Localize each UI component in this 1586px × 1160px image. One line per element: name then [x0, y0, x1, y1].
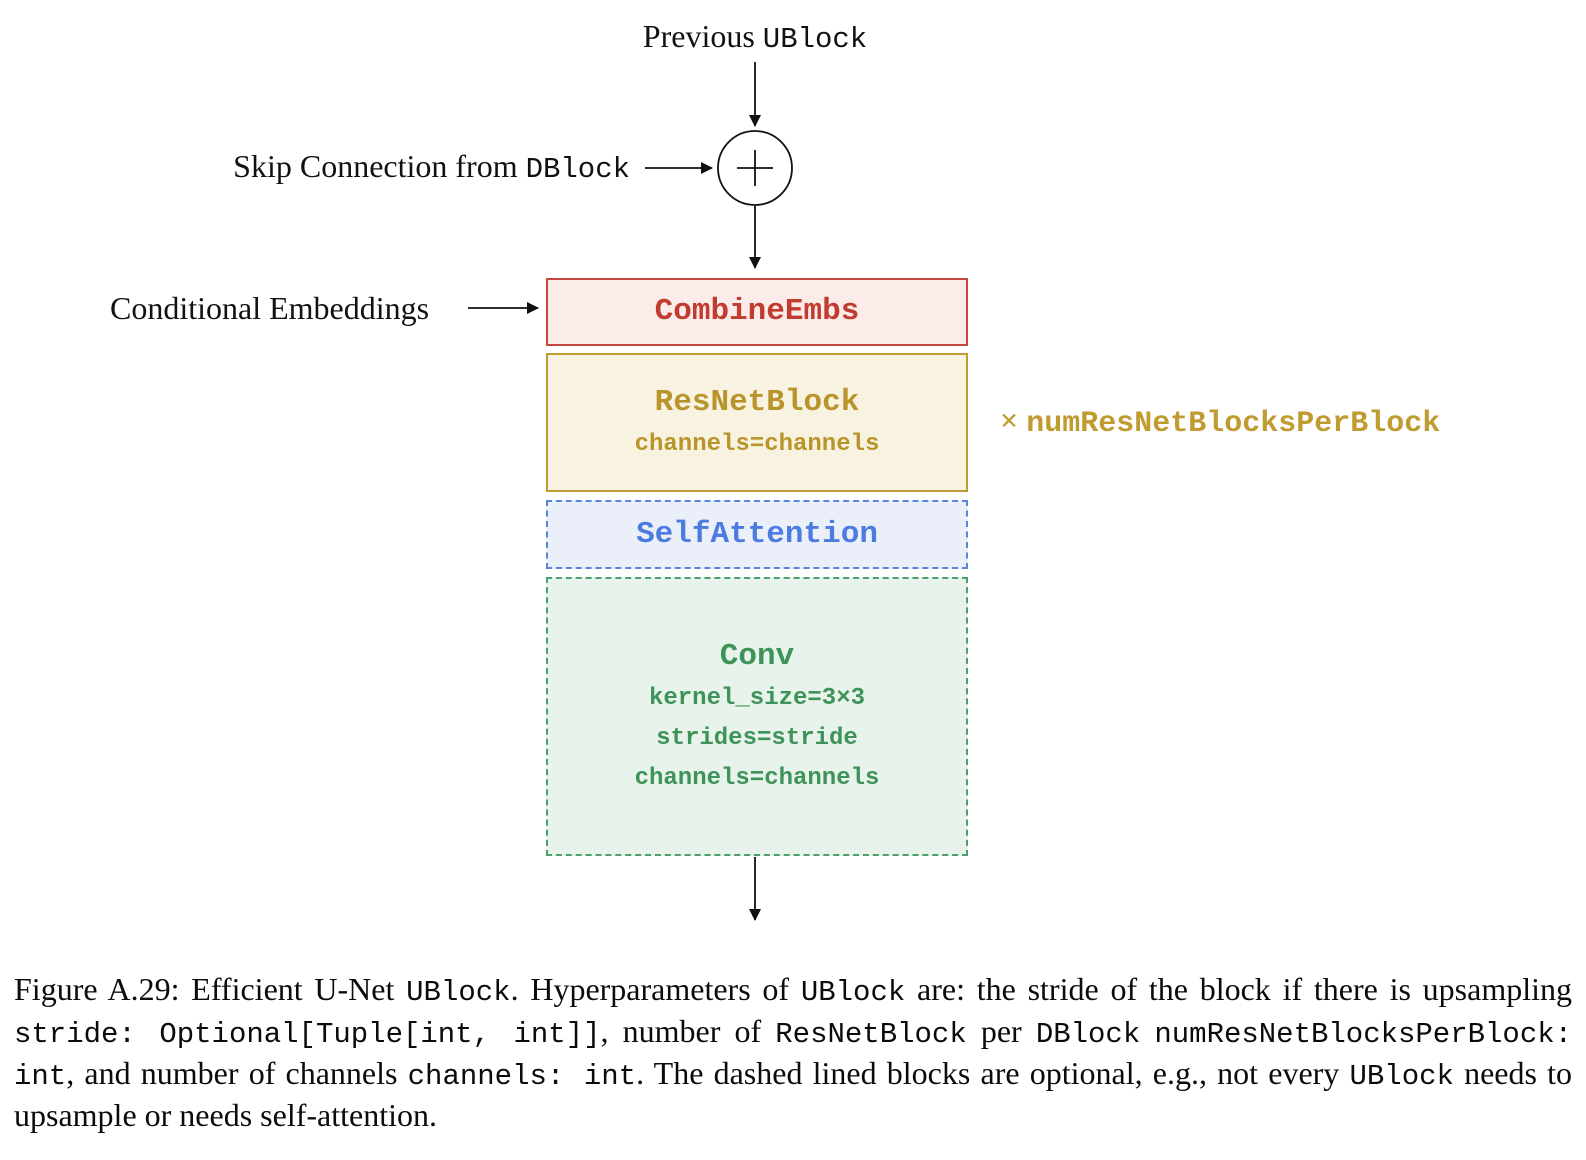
- conv-strides-param: strides=stride: [656, 724, 858, 752]
- diagram-wires: [468, 62, 793, 921]
- text-segment: DBlock: [525, 153, 630, 186]
- text-segment: stride: Optional[Tuple[int, int]]: [14, 1018, 601, 1051]
- resnet-block-param: channels=channels: [634, 430, 880, 458]
- text-segment: channels: int: [407, 1060, 637, 1093]
- text-segment: UBlock: [762, 23, 868, 56]
- conv-channels-param: channels=channels: [634, 764, 880, 792]
- conditional-embeddings-label: Conditional Embeddings: [110, 290, 429, 326]
- text-segment: ResNetBlock: [775, 1018, 967, 1051]
- skip-connection-label: Skip Connection from DBlock: [233, 148, 630, 188]
- text-segment: Skip Connection from: [233, 148, 526, 184]
- text-segment: are: the stride of the block if there is…: [905, 971, 1573, 1007]
- combine-embs-title: CombineEmbs: [654, 294, 860, 329]
- text-segment: , and number of channels: [66, 1055, 408, 1091]
- self-attention-title: SelfAttention: [636, 516, 878, 552]
- conv-block-title: Conv: [719, 638, 795, 674]
- previous-ublock-label: Previous UBlock: [643, 18, 867, 58]
- text-segment: numResNetBlocksPerBlock: int: [14, 1018, 1573, 1093]
- conv-kernel-size-param: kernel_size=3×3: [648, 684, 866, 712]
- text-segment: . The dashed lined blocks are optional, …: [636, 1055, 1350, 1091]
- text-segment: per: [966, 1013, 1036, 1049]
- text-segment: ×: [1000, 402, 1027, 438]
- resnet-block: ResNetBlock channels=channels: [546, 353, 968, 492]
- plus-icon: [737, 150, 773, 186]
- text-segment: UBlock: [406, 976, 511, 1009]
- text-segment: needs to upsample or needs self-attentio…: [14, 1055, 1573, 1133]
- text-segment: Figure A.29: Efficient U-Net: [14, 971, 407, 1007]
- text-segment: , number of: [600, 1013, 776, 1049]
- text-segment: UBlock: [800, 976, 906, 1009]
- text-segment: DBlock: [1035, 1018, 1141, 1051]
- resnet-block-title: ResNetBlock: [654, 384, 860, 420]
- figure-caption: Figure A.29: Efficient U-Net UBlock. Hyp…: [14, 970, 1572, 1134]
- text-segment: . Hyperparameters of: [510, 971, 801, 1007]
- text-segment: [1140, 1013, 1154, 1049]
- text-segment: numResNetBlocksPerBlock: [1026, 407, 1441, 441]
- self-attention-block: SelfAttention: [546, 500, 968, 569]
- text-segment: Conditional Embeddings: [110, 290, 430, 326]
- conv-block: Conv kernel_size=3×3 strides=stride chan…: [546, 577, 968, 856]
- text-segment: Previous: [642, 18, 763, 54]
- combine-embs-block: CombineEmbs: [546, 278, 968, 346]
- text-segment: UBlock: [1349, 1060, 1454, 1093]
- num-resnet-blocks-multiplier-label: × numResNetBlocksPerBlock: [1000, 402, 1440, 442]
